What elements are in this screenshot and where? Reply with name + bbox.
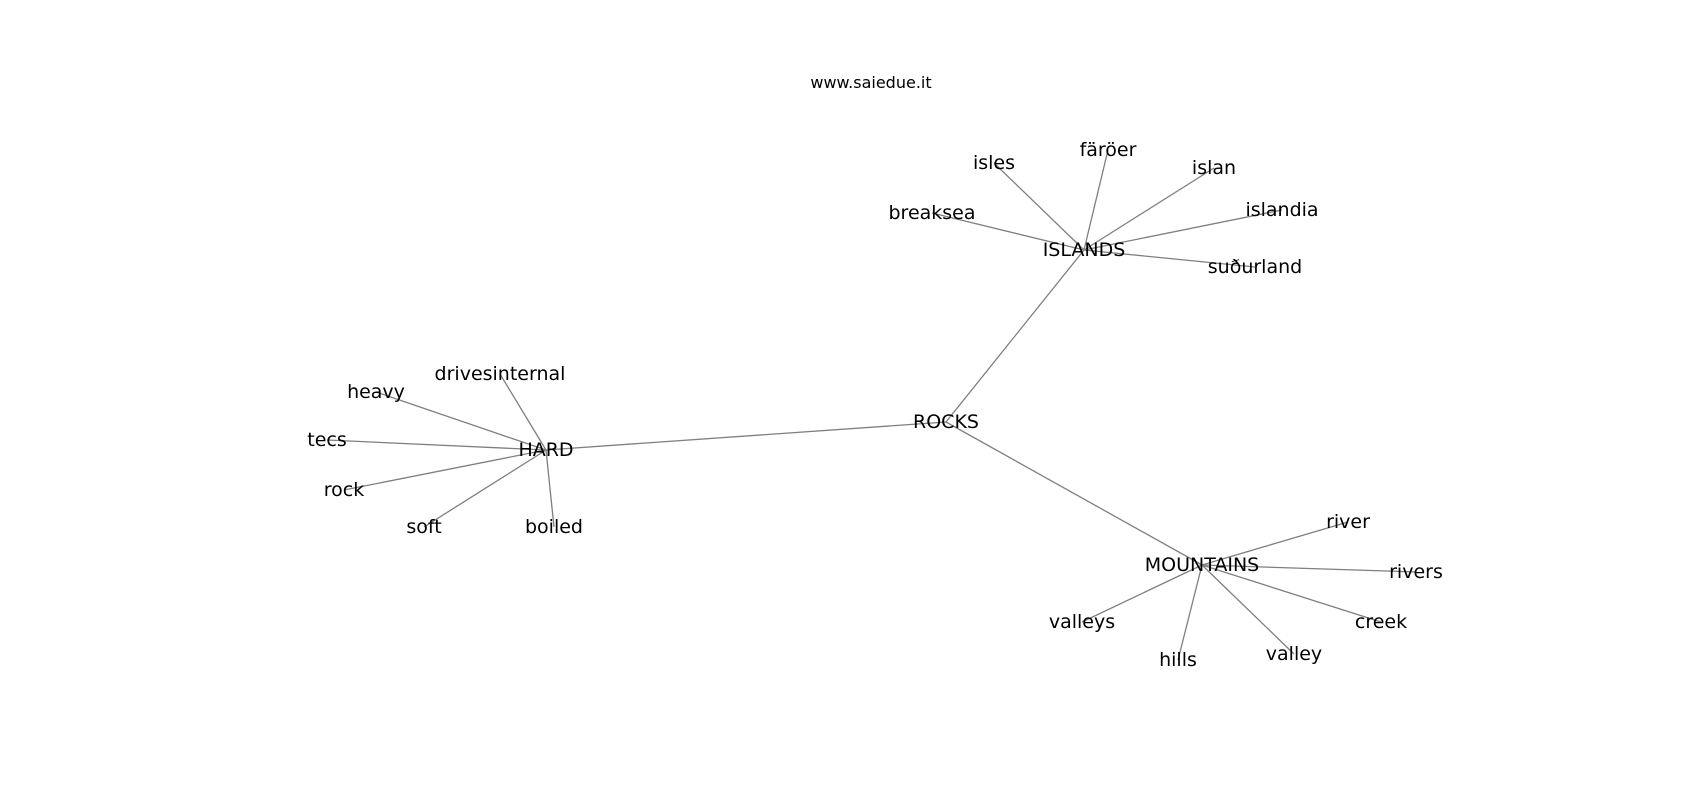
node-label-river: river bbox=[1326, 511, 1370, 533]
node-label-islands: ISLANDS bbox=[1043, 239, 1126, 261]
edge-rocks-islands bbox=[945, 249, 1085, 423]
node-label-rock: rock bbox=[324, 479, 364, 501]
node-label-rocks: ROCKS bbox=[913, 411, 979, 433]
node-label-heavy: heavy bbox=[347, 381, 405, 403]
node-label-hard: HARD bbox=[518, 439, 573, 461]
node-label-valley: valley bbox=[1266, 643, 1322, 665]
node-label-valleys: valleys bbox=[1049, 611, 1115, 633]
node-label-boiled: boiled bbox=[525, 516, 583, 538]
edge-hard-heavy bbox=[375, 391, 547, 451]
labels-layer: ROCKS ISLANDS HARD MOUNTAINS isles färöer isla… bbox=[307, 139, 1443, 671]
node-label-drivesinternal: drivesinternal bbox=[435, 363, 566, 385]
node-label-islandia: islandia bbox=[1245, 199, 1318, 221]
node-label-soft: soft bbox=[406, 516, 441, 538]
node-label-breaksea: breaksea bbox=[888, 202, 975, 224]
edges-layer bbox=[326, 149, 1417, 661]
node-label-mountains: MOUNTAINS bbox=[1145, 554, 1259, 576]
node-label-hills: hills bbox=[1159, 649, 1197, 671]
node-label-faroer: färöer bbox=[1080, 139, 1137, 161]
node-label-isles: isles bbox=[973, 152, 1015, 174]
edge-rocks-hard bbox=[545, 421, 947, 451]
edge-mountains-hills bbox=[1177, 564, 1203, 661]
edge-mountains-creek bbox=[1201, 564, 1382, 623]
edge-hard-soft bbox=[423, 449, 547, 528]
edge-islands-isles bbox=[993, 162, 1085, 251]
edge-rocks-mountains bbox=[945, 421, 1203, 566]
edge-hard-drivesinternal bbox=[499, 373, 547, 451]
edge-mountains-river bbox=[1201, 521, 1349, 566]
node-label-tecs: tecs bbox=[307, 429, 346, 451]
edge-islands-sudurland bbox=[1083, 249, 1256, 268]
edge-hard-tecs bbox=[326, 439, 547, 451]
edge-mountains-valleys bbox=[1081, 564, 1203, 623]
node-label-rivers: rivers bbox=[1389, 561, 1443, 583]
node-label-islan: islan bbox=[1192, 157, 1236, 179]
node-label-creek: creek bbox=[1355, 611, 1407, 633]
edge-islands-islandia bbox=[1083, 209, 1283, 251]
edge-hard-boiled bbox=[545, 449, 555, 528]
edge-mountains-rivers bbox=[1201, 564, 1417, 573]
edge-islands-breaksea bbox=[931, 212, 1085, 251]
node-label-sudurland: suðurland bbox=[1208, 256, 1302, 278]
edge-hard-rock bbox=[343, 449, 547, 491]
edge-islands-faroer bbox=[1083, 149, 1109, 251]
edge-mountains-valley bbox=[1201, 564, 1295, 655]
edge-islands-islan bbox=[1083, 167, 1215, 251]
watermark-text: www.saiedue.it bbox=[810, 73, 931, 92]
